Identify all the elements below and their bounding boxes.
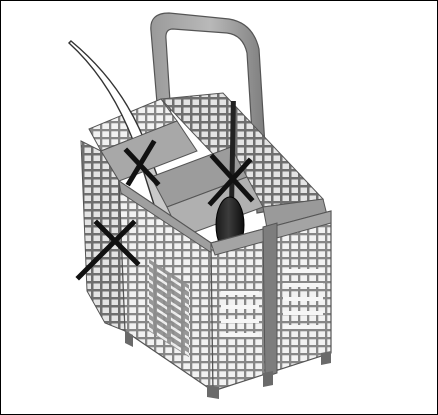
- basket-right-face: [211, 211, 331, 391]
